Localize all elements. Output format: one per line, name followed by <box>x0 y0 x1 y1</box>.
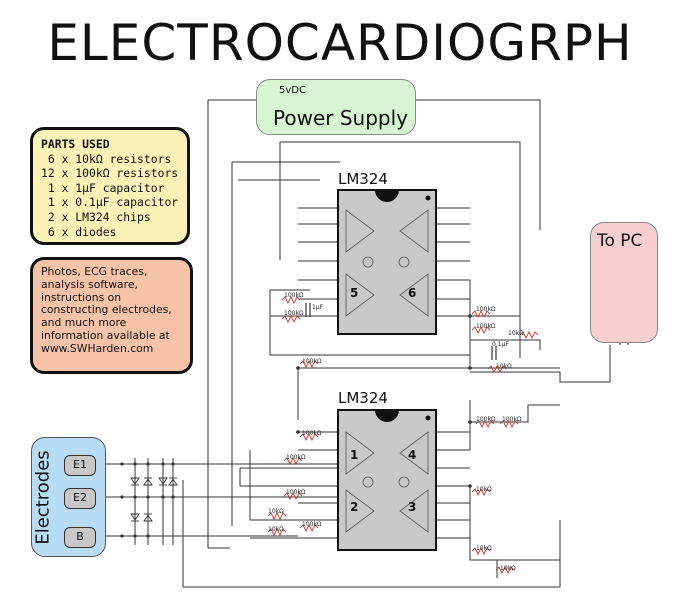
resistor-label: 100kΩ <box>302 430 322 437</box>
resistor-label: 100kΩ <box>502 416 522 423</box>
info-line: instructions on <box>41 290 122 304</box>
chip-bottom-label: LM324 <box>338 389 388 407</box>
resistor-label: 10kΩ <box>496 363 512 370</box>
opamp-1-label: 1 <box>350 448 359 462</box>
info-line: constructing electrodes, <box>41 303 172 317</box>
page-title: ELECTROCARDIOGRPH <box>47 14 633 72</box>
resistor-label: 10kΩ <box>508 330 524 337</box>
resistor-label: 100kΩ <box>476 306 496 313</box>
resistor-label: 100kΩ <box>476 416 496 423</box>
opamp-2-label: 2 <box>350 500 359 514</box>
resistor-label: 100kΩ <box>476 323 496 330</box>
power-voltage: 5vDC <box>279 85 306 96</box>
junctions <box>120 314 472 538</box>
info-line: information available at <box>41 328 170 342</box>
resistor-label: 10kΩ <box>476 545 492 552</box>
resistor-label: 10kΩ <box>476 486 492 493</box>
capacitor-label: 0.1µF <box>492 341 509 348</box>
electrode-e2: E2 <box>64 488 96 509</box>
resistor-label: 10kΩ <box>268 526 284 533</box>
resistor-label: 100kΩ <box>302 358 322 365</box>
resistor-label: 100kΩ <box>286 489 306 496</box>
parts-item: 6 x diodes <box>41 224 117 239</box>
parts-heading: PARTS USED <box>41 137 110 151</box>
chip-top-label: LM324 <box>338 170 388 188</box>
opamp-4-label: 4 <box>408 448 417 462</box>
chip-bottom <box>337 409 437 551</box>
electrodes-label: Electrodes <box>31 437 55 557</box>
opamp-3-label: 3 <box>408 500 417 514</box>
website-link: www.SWHarden.com <box>41 341 154 355</box>
info-line: and much more <box>41 316 127 330</box>
capacitors <box>305 303 497 360</box>
electrode-b: B <box>64 527 96 548</box>
to-pc-box: To PC <box>590 222 658 343</box>
opamp-5-label: 5 <box>350 286 359 300</box>
to-pc-label: To PC <box>597 231 643 251</box>
opamp-6-label: 6 <box>408 286 417 300</box>
resistors <box>267 295 539 575</box>
resistor-label: 100kΩ <box>284 310 304 317</box>
electrodes-label-text: Electrodes <box>32 449 54 545</box>
info-box: Photos, ECG traces, analysis software, i… <box>30 257 193 374</box>
resistor-label: 10kΩ <box>268 508 284 515</box>
parts-item: 6 x 10kΩ resistors <box>41 151 172 166</box>
resistor-label: 100kΩ <box>286 454 306 461</box>
parts-used-box: PARTS USED 6 x 10kΩ resistors 12 x 100kΩ… <box>30 127 190 245</box>
parts-item: 12 x 100kΩ resistors <box>41 166 179 181</box>
info-line: Photos, ECG traces, <box>41 265 148 278</box>
chip-top <box>337 189 437 335</box>
info-line: analysis software, <box>41 277 138 291</box>
diodes <box>130 477 178 522</box>
power-supply-box: 5vDC Power Supply <box>256 79 416 135</box>
power-supply-label: Power Supply <box>273 106 408 130</box>
capacitor-label: 1µF <box>312 304 324 311</box>
parts-item: 1 x 1µF capacitor <box>41 180 165 195</box>
resistor-label: 100kΩ <box>302 521 322 528</box>
resistor-label: 10kΩ <box>500 565 516 572</box>
electrode-e1: E1 <box>64 455 96 476</box>
parts-item: 1 x 0.1µF capacitor <box>41 195 179 210</box>
resistor-label: 100kΩ <box>284 292 304 299</box>
parts-item: 2 x LM324 chips <box>41 209 151 224</box>
